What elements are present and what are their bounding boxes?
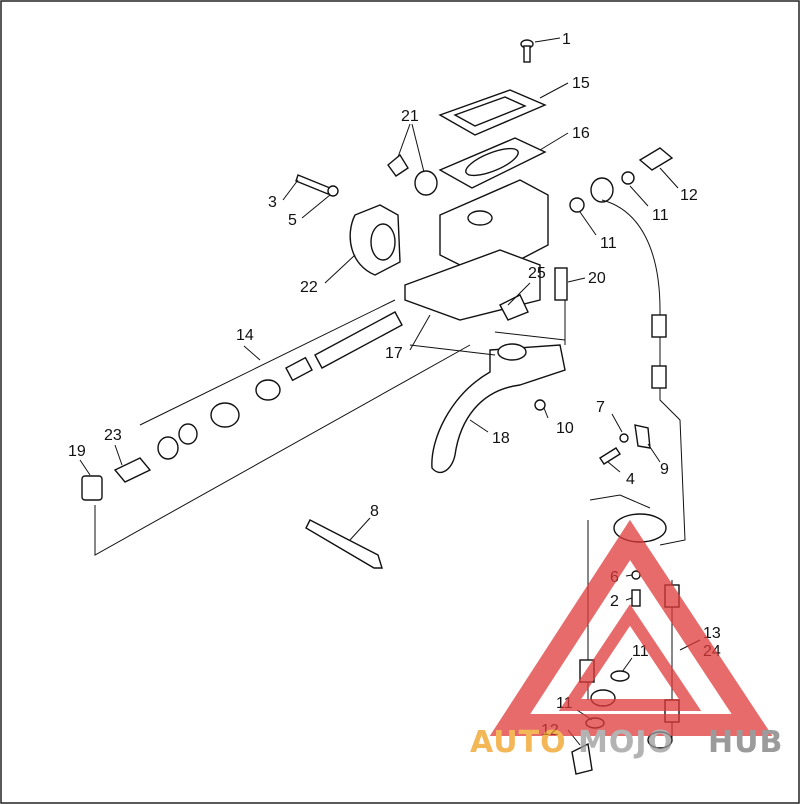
- callout-4: 4: [626, 471, 635, 488]
- washer-part-11b: [569, 197, 585, 213]
- cable-strap-8: [305, 519, 383, 569]
- piston-washer: [157, 436, 179, 460]
- bolt-part-2: [631, 589, 641, 607]
- callout-8: 8: [370, 503, 379, 520]
- callout-25: 25: [528, 265, 546, 282]
- callout-1: 1: [562, 31, 571, 48]
- boot-part-19: [81, 475, 103, 501]
- watermark-hub: HUB: [708, 725, 783, 760]
- hose-fitting-a: [651, 314, 667, 338]
- washer-part-5: [327, 185, 339, 197]
- pivot-pin-20: [554, 267, 568, 301]
- banjo-bolt-12-top: [638, 147, 674, 171]
- piston-kit-14: [157, 311, 403, 460]
- callout-21: 21: [401, 108, 419, 125]
- leader-lines: [79, 37, 701, 746]
- callout-3: 3: [268, 194, 277, 211]
- piston-body: [210, 402, 240, 428]
- switch-part-23: [113, 457, 152, 483]
- bushing-part-25: [499, 294, 529, 321]
- plug-part-21a: [387, 153, 409, 177]
- hose-fitting-b: [651, 365, 667, 389]
- callout-19: 19: [68, 443, 86, 460]
- watermark-mojo: MOJO: [578, 725, 674, 760]
- plug-part-21b: [414, 170, 438, 196]
- callout-14: 14: [236, 327, 254, 344]
- screw-part-1: [520, 39, 534, 63]
- brake-lever-18: [431, 344, 566, 473]
- callout-5: 5: [288, 212, 297, 229]
- piston-cap: [285, 356, 313, 382]
- callout-11-b: 11: [600, 235, 617, 252]
- piston-seal: [255, 379, 281, 401]
- banjo-fitting-upper: [590, 177, 614, 203]
- callout-20: 20: [588, 270, 606, 287]
- callout-16: 16: [572, 125, 590, 142]
- banjo-bolt-12-bottom: [571, 742, 593, 775]
- callout-22: 22: [300, 279, 318, 296]
- piston-oring: [178, 423, 198, 445]
- callout-7: 7: [596, 399, 605, 416]
- clamp-bore-22: [370, 223, 396, 261]
- watermark-auto: AUTO: [470, 725, 567, 760]
- warning-triangle-icon: [489, 519, 773, 736]
- screw-part-4: [599, 447, 621, 465]
- washer-part-11a: [621, 171, 635, 185]
- gasket-hole-16: [465, 147, 519, 177]
- callout-15: 15: [572, 75, 590, 92]
- washer-part-11c: [610, 670, 630, 682]
- cover-inner-15: [453, 96, 527, 127]
- inner-triangle-icon: [558, 604, 702, 711]
- reservoir-port: [467, 210, 493, 226]
- brake-line-junction: [589, 494, 651, 509]
- watermark-logo: AUTO MOJO HUB: [470, 519, 783, 760]
- callout-23: 23: [104, 427, 122, 444]
- master-cylinder-body: [439, 179, 549, 271]
- clamp-part-9: [634, 424, 651, 449]
- screw-part-3: [295, 174, 331, 195]
- spring-part: [314, 311, 403, 369]
- callout-9: 9: [660, 461, 669, 478]
- callout-2: 2: [610, 593, 619, 610]
- lever-pivot: [497, 343, 527, 361]
- callout-labels: 1 15 21 16 3 5 12 11 11 22 25 20 14 17 7…: [68, 31, 721, 739]
- callout-17: 17: [385, 345, 403, 362]
- clip-part-10: [534, 399, 546, 411]
- screw-part-7: [619, 433, 629, 443]
- callout-18: 18: [492, 430, 510, 447]
- callout-10: 10: [556, 420, 574, 437]
- callout-11-a: 11: [652, 207, 669, 224]
- callout-12-top: 12: [680, 187, 698, 204]
